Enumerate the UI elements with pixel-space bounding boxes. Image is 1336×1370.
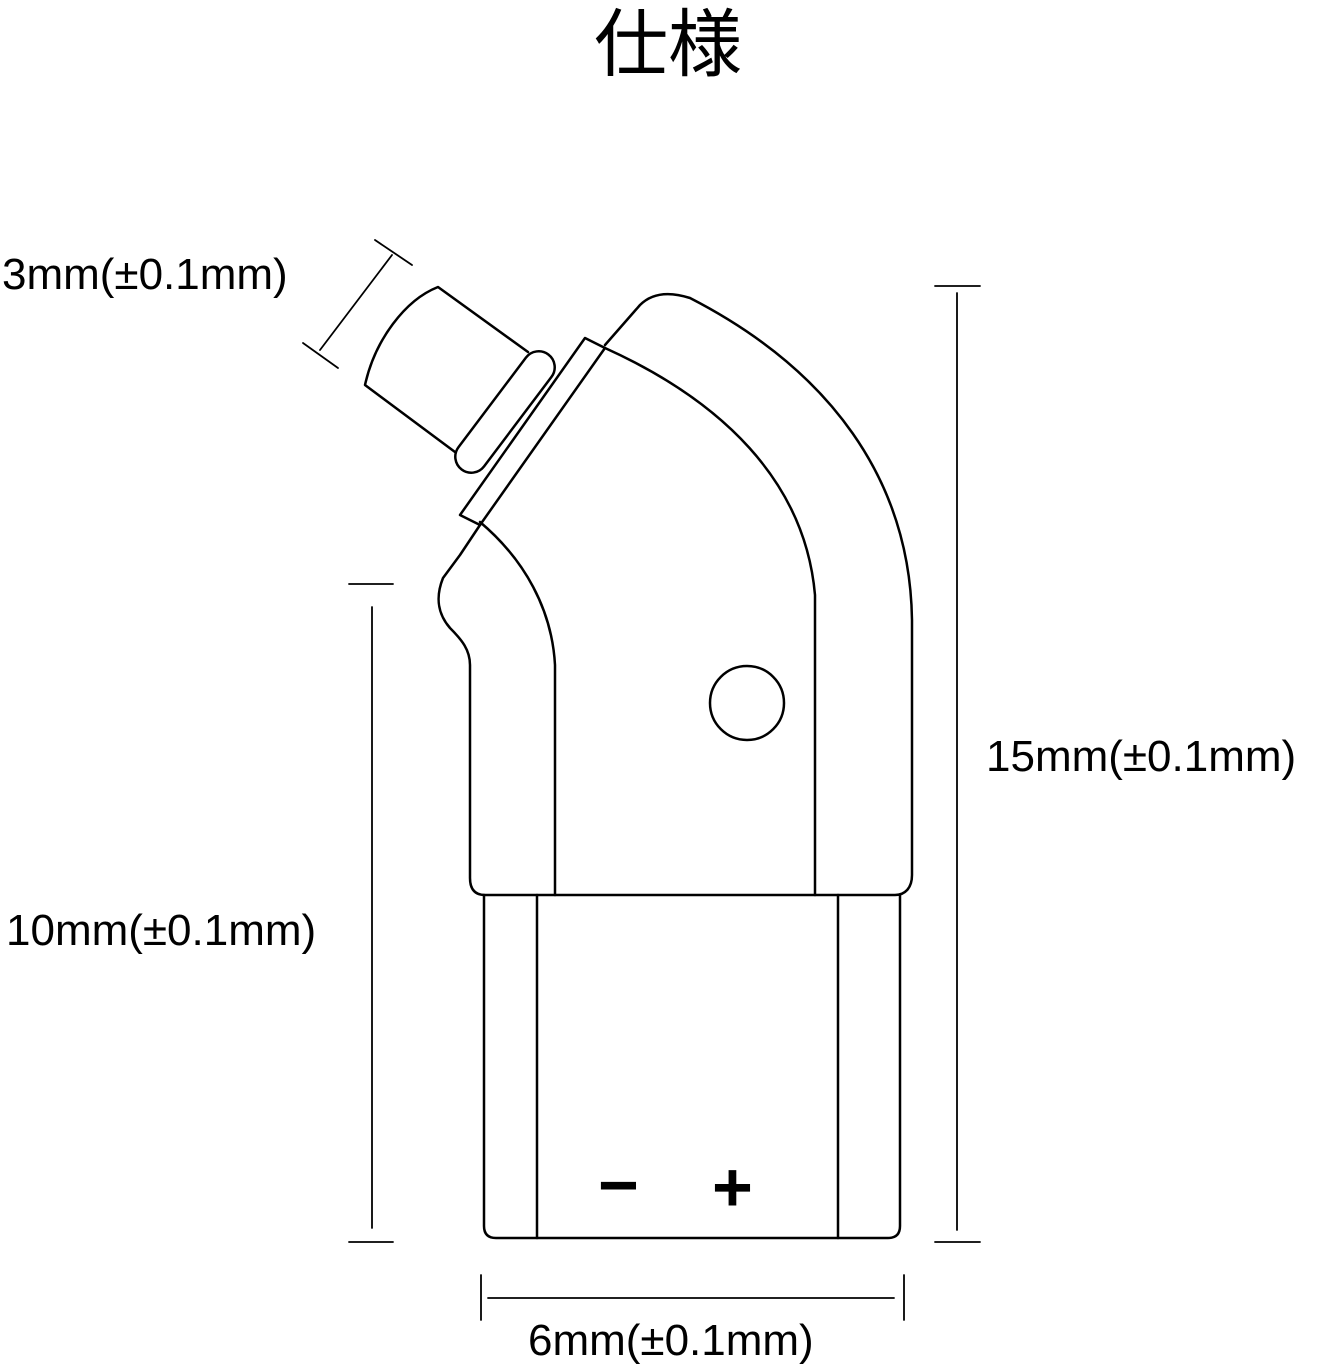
hinge-strip <box>458 336 607 527</box>
body-inner-line-right <box>603 346 817 897</box>
total-height-label: 15mm(±0.1mm) <box>986 732 1297 781</box>
width-label: 6mm(±0.1mm) <box>528 1316 814 1365</box>
dimension-lines <box>302 239 981 1321</box>
connector-base <box>482 893 902 1240</box>
plug-pin <box>363 285 556 474</box>
plug-diameter-label: 3mm(±0.1mm) <box>2 250 288 299</box>
body-inner-line-left <box>478 520 557 897</box>
page-title: 仕様 <box>594 2 742 88</box>
connector-body <box>437 292 914 897</box>
minus-sign: − <box>598 1146 639 1224</box>
indicator-dot <box>708 664 786 742</box>
plus-sign: + <box>712 1148 753 1226</box>
base-height-label: 10mm(±0.1mm) <box>6 906 317 955</box>
